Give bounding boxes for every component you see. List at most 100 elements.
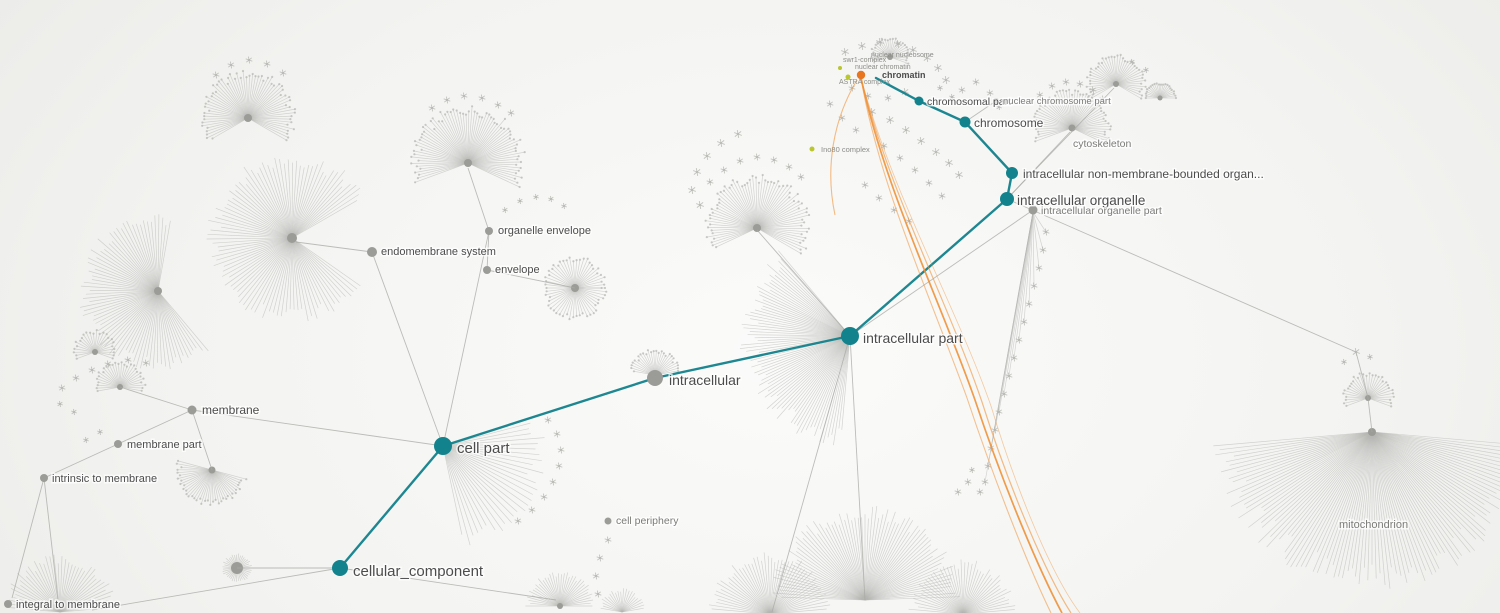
mini-cluster-node[interactable] (826, 100, 834, 108)
mini-cluster-node[interactable] (964, 478, 972, 486)
mini-cluster-node[interactable] (688, 186, 696, 194)
node-label-organelle-envelope[interactable]: organelle envelope (497, 224, 593, 239)
mini-cluster-node[interactable] (553, 430, 561, 438)
node-label-envelope[interactable]: envelope (494, 263, 542, 278)
node-label-integral-to-membrane[interactable]: integral to membrane (15, 598, 122, 613)
mini-cluster-node[interactable] (1000, 390, 1008, 398)
mini-cluster-node[interactable] (875, 194, 883, 202)
mini-cluster-node[interactable] (1352, 348, 1360, 356)
mini-cluster-node[interactable] (841, 48, 849, 56)
node-cell-periphery[interactable] (604, 517, 612, 525)
mini-cluster-node[interactable] (494, 101, 502, 109)
mini-cluster-node[interactable] (938, 192, 946, 200)
mini-cluster-node[interactable] (478, 94, 486, 102)
node-cellular-component[interactable] (332, 560, 348, 576)
mini-cluster-node[interactable] (1143, 66, 1149, 74)
mini-cluster-node[interactable] (949, 93, 955, 101)
mini-cluster-node[interactable] (533, 193, 539, 201)
mini-cluster-node[interactable] (917, 137, 925, 145)
mini-cluster-node[interactable] (884, 94, 892, 102)
node-label-cellular-component[interactable]: cellular_component (352, 562, 486, 582)
mini-cluster-node[interactable] (932, 148, 940, 156)
cluster-center-node[interactable] (887, 54, 893, 60)
cluster-center-node[interactable] (154, 287, 162, 295)
cluster-center-node[interactable] (244, 114, 252, 122)
mini-cluster-node[interactable] (880, 142, 888, 150)
mini-cluster-node[interactable] (785, 163, 793, 171)
mini-cluster-node[interactable] (696, 201, 704, 209)
mini-cluster-node[interactable] (753, 153, 761, 161)
mini-cluster-node[interactable] (1076, 80, 1084, 88)
node-intracellular-non-membrane-bounded-organelle[interactable] (1006, 167, 1018, 179)
node-label-intracellular[interactable]: intracellular (668, 371, 743, 390)
mini-cluster-node[interactable] (1015, 336, 1023, 344)
mini-cluster-node[interactable] (142, 359, 150, 367)
mini-cluster-node[interactable] (955, 171, 963, 179)
mini-cluster-node[interactable] (876, 38, 884, 46)
mini-cluster-node[interactable] (72, 374, 80, 382)
mini-cluster-node[interactable] (58, 384, 66, 392)
mini-cluster-node[interactable] (604, 536, 612, 544)
mini-cluster-node[interactable] (1020, 318, 1028, 326)
node-label-endomembrane-system[interactable]: endomembrane system (380, 245, 498, 260)
node-intracellular-organelle-part[interactable] (1028, 205, 1038, 215)
node-label-membrane[interactable]: membrane (201, 402, 262, 419)
cluster-center-node[interactable] (1157, 95, 1163, 101)
node-organelle-envelope[interactable] (485, 227, 493, 235)
mini-cluster-node[interactable] (97, 428, 103, 436)
mini-cluster-node[interactable] (1099, 95, 1107, 103)
mini-cluster-node[interactable] (972, 78, 980, 86)
mini-cluster-node[interactable] (886, 116, 894, 124)
mini-cluster-node[interactable] (864, 92, 872, 100)
mini-cluster-node[interactable] (227, 61, 235, 69)
mini-cluster-node[interactable] (909, 46, 917, 54)
mini-cluster-node[interactable] (245, 56, 253, 64)
cluster-center-node[interactable] (287, 233, 297, 243)
mini-cluster-node[interactable] (693, 168, 701, 176)
mini-cluster-node[interactable] (717, 139, 725, 147)
node-envelope[interactable] (483, 266, 491, 274)
mini-cluster-node[interactable] (720, 166, 728, 174)
mini-cluster-node[interactable] (894, 40, 902, 48)
node-intrinsic-to-membrane[interactable] (40, 474, 48, 482)
mini-cluster-node[interactable] (88, 366, 96, 374)
mini-cluster-node[interactable] (279, 69, 287, 77)
mini-cluster-node[interactable] (549, 478, 557, 486)
node-label-membrane-part[interactable]: membrane part (126, 438, 204, 453)
mini-cluster-node[interactable] (594, 590, 602, 598)
node-label-cell-periphery[interactable]: cell periphery (615, 514, 681, 529)
node-chromosome[interactable] (959, 116, 971, 128)
accent-green-node[interactable] (838, 66, 842, 70)
mini-cluster-node[interactable] (460, 92, 468, 100)
mini-cluster-node[interactable] (555, 462, 563, 470)
cluster-center-node[interactable] (1113, 81, 1119, 87)
mini-cluster-node[interactable] (1030, 282, 1038, 290)
mini-cluster-node[interactable] (428, 104, 436, 112)
cluster-center-node[interactable] (92, 349, 98, 355)
mini-cluster-node[interactable] (1129, 58, 1135, 66)
node-label-nuclear-chromosome-part[interactable]: nuclear chromosome part (1002, 95, 1113, 109)
mini-cluster-node[interactable] (736, 157, 744, 165)
node-label-cytoskeleton[interactable]: cytoskeleton (1072, 137, 1134, 152)
node-membrane[interactable] (187, 405, 197, 415)
mini-cluster-node[interactable] (1048, 82, 1056, 90)
mini-cluster-node[interactable] (104, 360, 112, 368)
mini-cluster-node[interactable] (858, 42, 866, 50)
mini-cluster-node[interactable] (507, 109, 515, 117)
mini-cluster-node[interactable] (1062, 78, 1070, 86)
mini-cluster-node[interactable] (984, 462, 992, 470)
mini-cluster-node[interactable] (770, 156, 778, 164)
node-chromosomal-part[interactable] (914, 96, 924, 106)
mini-cluster-node[interactable] (986, 89, 994, 97)
node-membrane-part[interactable] (114, 440, 122, 448)
mini-cluster-node[interactable] (958, 86, 966, 94)
mini-cluster-node[interactable] (540, 493, 548, 501)
node-label-cell-part[interactable]: cell part (456, 439, 512, 459)
mini-cluster-node[interactable] (945, 159, 953, 167)
mini-cluster-node[interactable] (212, 71, 220, 79)
mini-cluster-node[interactable] (596, 554, 604, 562)
mini-cluster-node[interactable] (995, 408, 1003, 416)
mini-cluster-node[interactable] (1010, 354, 1018, 362)
cluster-center-node[interactable] (464, 159, 472, 167)
